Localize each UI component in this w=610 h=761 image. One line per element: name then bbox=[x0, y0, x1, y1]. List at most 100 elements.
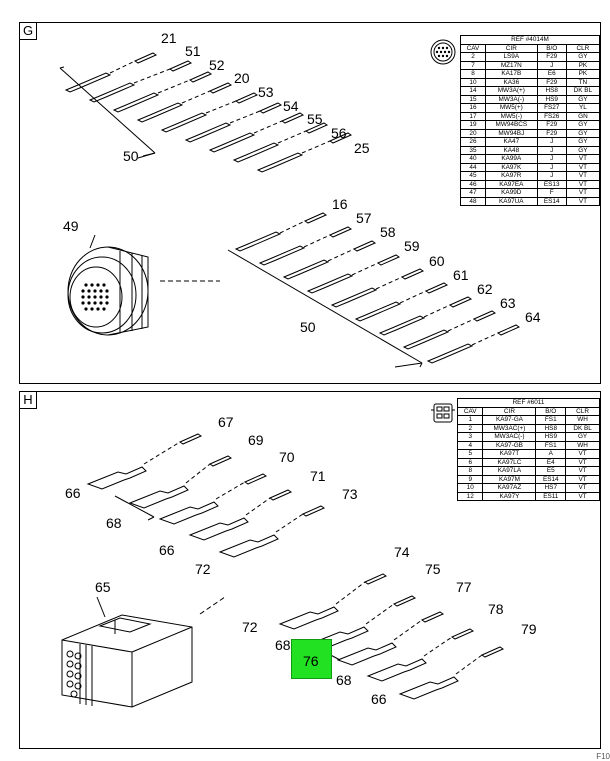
callout-21: 21 bbox=[161, 30, 177, 46]
table-cell: FS1 bbox=[535, 415, 567, 425]
table-cell: GY bbox=[565, 432, 600, 442]
callout-72b: 72 bbox=[242, 619, 258, 635]
table-cell: ES14 bbox=[536, 196, 567, 206]
table-cell: 1 bbox=[456, 415, 484, 425]
table-cell: FS1 bbox=[535, 440, 567, 450]
table-cell: J bbox=[536, 171, 567, 181]
table-cell: KA99A bbox=[484, 154, 538, 164]
table-cell: FS26 bbox=[536, 111, 567, 121]
callout-20: 20 bbox=[234, 70, 250, 86]
table-cell: E5 bbox=[535, 466, 567, 476]
terminal-pin-group-lower bbox=[234, 231, 474, 364]
table-cell: F29 bbox=[536, 128, 567, 138]
callout-71: 71 bbox=[310, 468, 326, 484]
callout-77: 77 bbox=[456, 579, 472, 595]
table-cell: FS27 bbox=[536, 103, 567, 113]
table-cell: J bbox=[536, 162, 567, 172]
table-cell: KA48 bbox=[484, 145, 538, 155]
table-cell: 35 bbox=[460, 145, 486, 155]
table-cell: GY bbox=[565, 120, 601, 130]
callout-56: 56 bbox=[331, 125, 347, 141]
table-cell: J bbox=[536, 137, 567, 147]
table-cell: HS7 bbox=[535, 483, 567, 493]
table-cell: 8 bbox=[456, 466, 484, 476]
table-cell: F29 bbox=[536, 52, 567, 62]
table-cell: MW94BCS bbox=[484, 120, 538, 130]
table-cell: GY bbox=[565, 145, 601, 155]
table-header: CAV bbox=[460, 43, 486, 53]
callout-75: 75 bbox=[425, 561, 441, 577]
parts-diagram-g: 21 51 52 20 53 54 55 56 25 50 49 16 57 5… bbox=[59, 30, 541, 368]
table-cell: LS9A bbox=[484, 52, 538, 62]
callout-49: 49 bbox=[63, 218, 79, 234]
table-cell: VT bbox=[565, 179, 601, 189]
callout-63: 63 bbox=[500, 295, 516, 311]
table-cell: MW3A(-) bbox=[484, 94, 538, 104]
table-cell: 2 bbox=[456, 423, 484, 433]
callout-64: 64 bbox=[525, 309, 541, 325]
table-cell: 6 bbox=[456, 457, 484, 467]
callout-61: 61 bbox=[453, 267, 469, 283]
callout-66b: 66 bbox=[159, 542, 175, 558]
table-cell: A bbox=[535, 449, 567, 459]
callout-69: 69 bbox=[248, 432, 264, 448]
callout-79: 79 bbox=[521, 621, 537, 637]
table-cell: 46 bbox=[460, 179, 486, 189]
table-cell: GY bbox=[565, 137, 601, 147]
connector-face-icon bbox=[430, 39, 456, 65]
panel-g: G bbox=[19, 22, 601, 384]
table-cell: 4 bbox=[456, 440, 484, 450]
table-cell: 26 bbox=[460, 137, 486, 147]
table-cell: MW94BJ bbox=[484, 128, 538, 138]
callout-57: 57 bbox=[356, 210, 372, 226]
table-cell: MW3AC(-) bbox=[482, 432, 537, 442]
table-cell: KA17B bbox=[484, 69, 538, 79]
table-cell: KA97R bbox=[484, 171, 538, 181]
table-cell: KA97AZ bbox=[482, 483, 537, 493]
panel-h: H bbox=[19, 391, 601, 749]
table-cell: ES11 bbox=[535, 491, 567, 501]
table-header: CIR bbox=[482, 406, 537, 416]
callout-51: 51 bbox=[185, 43, 201, 59]
highlighted-callout-box[interactable]: 76 bbox=[291, 639, 332, 679]
table-cell: HS9 bbox=[536, 94, 567, 104]
table-cell: MW5(-) bbox=[484, 111, 538, 121]
table-cell: KA36 bbox=[484, 77, 538, 87]
table-cell: ES14 bbox=[535, 474, 567, 484]
table-cell: 10 bbox=[456, 483, 484, 493]
table-cell: MZ17N bbox=[484, 60, 538, 70]
callout-68: 68 bbox=[106, 515, 122, 531]
table-cell: VT bbox=[565, 457, 600, 467]
table-cell: TN bbox=[565, 77, 601, 87]
bracket-line bbox=[59, 67, 156, 154]
table-header: CIR bbox=[484, 43, 538, 53]
callout-73: 73 bbox=[342, 486, 358, 502]
table-cell: PK bbox=[565, 60, 601, 70]
table-cell: KA97K bbox=[484, 162, 538, 172]
table-cell: F bbox=[536, 188, 567, 198]
table-cell: 10 bbox=[460, 77, 486, 87]
table-cell: ES13 bbox=[536, 179, 567, 189]
callout-52: 52 bbox=[209, 57, 225, 73]
table-ref-title: REF #6011 bbox=[457, 398, 600, 408]
table-cell: J bbox=[536, 60, 567, 70]
table-header: B/O bbox=[535, 406, 567, 416]
callout-53: 53 bbox=[258, 84, 274, 100]
callout-16: 16 bbox=[332, 196, 348, 212]
connector-face-icon bbox=[431, 403, 455, 423]
